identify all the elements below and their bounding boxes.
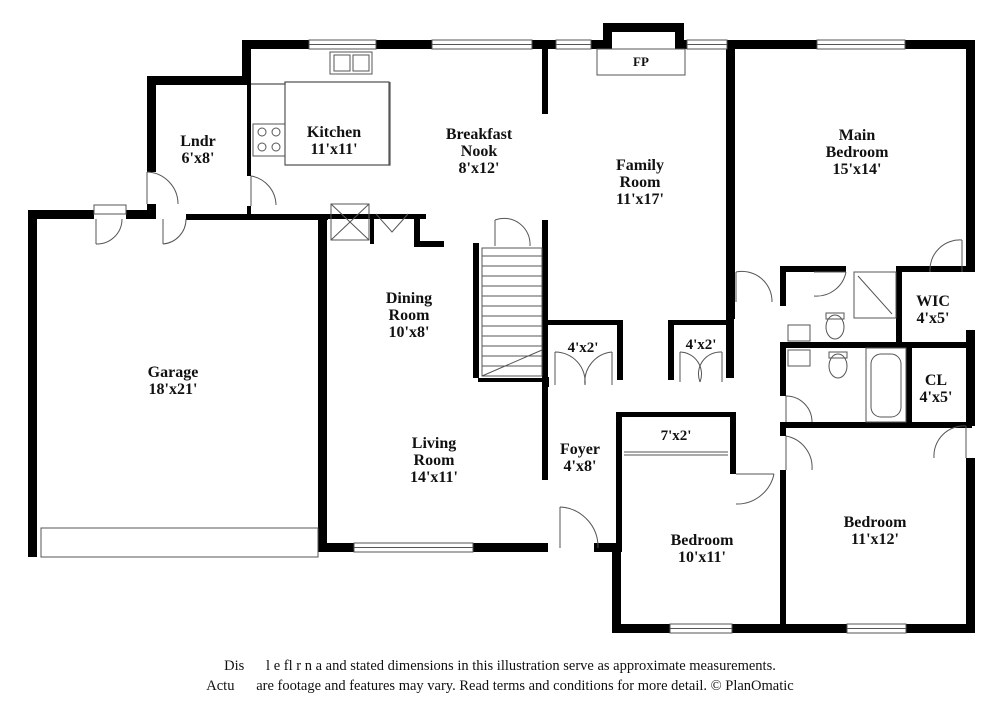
wic-name: WIC bbox=[916, 293, 950, 310]
family-room-dim: 11'x17' bbox=[616, 191, 664, 208]
toilet bbox=[825, 314, 845, 340]
closet-bedroom-dim: 7'x2' bbox=[661, 428, 692, 444]
foyer-dim: 4'x8' bbox=[564, 458, 597, 475]
doors bbox=[95, 171, 967, 549]
main-bedroom-name-2: Bedroom bbox=[826, 144, 889, 161]
kitchen-name: Kitchen bbox=[307, 124, 361, 141]
bathroom-fixtures bbox=[787, 271, 907, 423]
breakfast-nook-dim: 8'x12' bbox=[459, 160, 500, 177]
sink bbox=[787, 324, 811, 342]
closet-foyer-dim: 4'x2' bbox=[568, 340, 599, 356]
garage-name: Garage bbox=[148, 364, 199, 381]
laundry-dim: 6'x8' bbox=[182, 150, 215, 167]
bedroom-3-dim: 11'x12' bbox=[851, 531, 899, 548]
bathtub bbox=[865, 347, 907, 423]
kitchen-dim: 11'x11' bbox=[310, 141, 357, 158]
garage-dim: 18'x21' bbox=[149, 381, 198, 398]
stairs bbox=[481, 247, 543, 377]
disclaimer: Dis l e fl r n a and stated dimensions i… bbox=[0, 656, 1000, 696]
cl-dim: 4'x5' bbox=[920, 389, 953, 406]
main-bedroom-name-1: Main bbox=[839, 127, 876, 144]
bedroom-2-name: Bedroom bbox=[671, 532, 734, 549]
main-bedroom-dim: 15'x14' bbox=[833, 161, 882, 178]
fireplace-label: FP bbox=[633, 54, 649, 69]
closet-hall-dim: 4'x2' bbox=[686, 337, 717, 353]
family-room-name-1: Family bbox=[616, 157, 664, 174]
cl-name: CL bbox=[925, 372, 947, 389]
dining-room-name-1: Dining bbox=[386, 290, 432, 307]
bedroom-3-name: Bedroom bbox=[844, 514, 907, 531]
room-labels: Lndr 6'x8' Kitchen 11'x11' Breakfast Noo… bbox=[148, 54, 953, 566]
stove-icon bbox=[252, 123, 286, 157]
dining-room-name-2: Room bbox=[389, 307, 431, 324]
wic-dim: 4'x5' bbox=[917, 310, 950, 327]
window bbox=[93, 204, 127, 215]
breakfast-nook-name-1: Breakfast bbox=[446, 126, 513, 143]
shower bbox=[853, 271, 897, 319]
garage-door bbox=[40, 527, 319, 558]
disclaimer-line-2: Actu are footage and features may vary. … bbox=[206, 678, 794, 694]
windows bbox=[93, 39, 907, 634]
living-room-name-2: Room bbox=[414, 452, 456, 469]
disclaimer-line-1: Dis l e fl r n a and stated dimensions i… bbox=[224, 658, 776, 674]
kitchen-counters bbox=[251, 81, 391, 166]
living-room-name-1: Living bbox=[412, 435, 456, 452]
sink bbox=[787, 349, 811, 367]
foyer-name: Foyer bbox=[560, 441, 600, 458]
exterior-walls bbox=[28, 23, 975, 633]
family-room-name-2: Room bbox=[620, 174, 662, 191]
breakfast-nook-name-2: Nook bbox=[461, 143, 498, 160]
bedroom-2-dim: 10'x11' bbox=[678, 549, 726, 566]
interior-walls bbox=[247, 49, 975, 630]
toilet bbox=[828, 353, 848, 379]
laundry-name: Lndr bbox=[180, 133, 216, 150]
kitchen-sink-icon bbox=[329, 51, 373, 75]
utility-box bbox=[330, 203, 409, 241]
fireplace bbox=[596, 48, 686, 76]
dining-room-dim: 10'x8' bbox=[389, 324, 430, 341]
living-room-dim: 14'x11' bbox=[410, 469, 458, 486]
